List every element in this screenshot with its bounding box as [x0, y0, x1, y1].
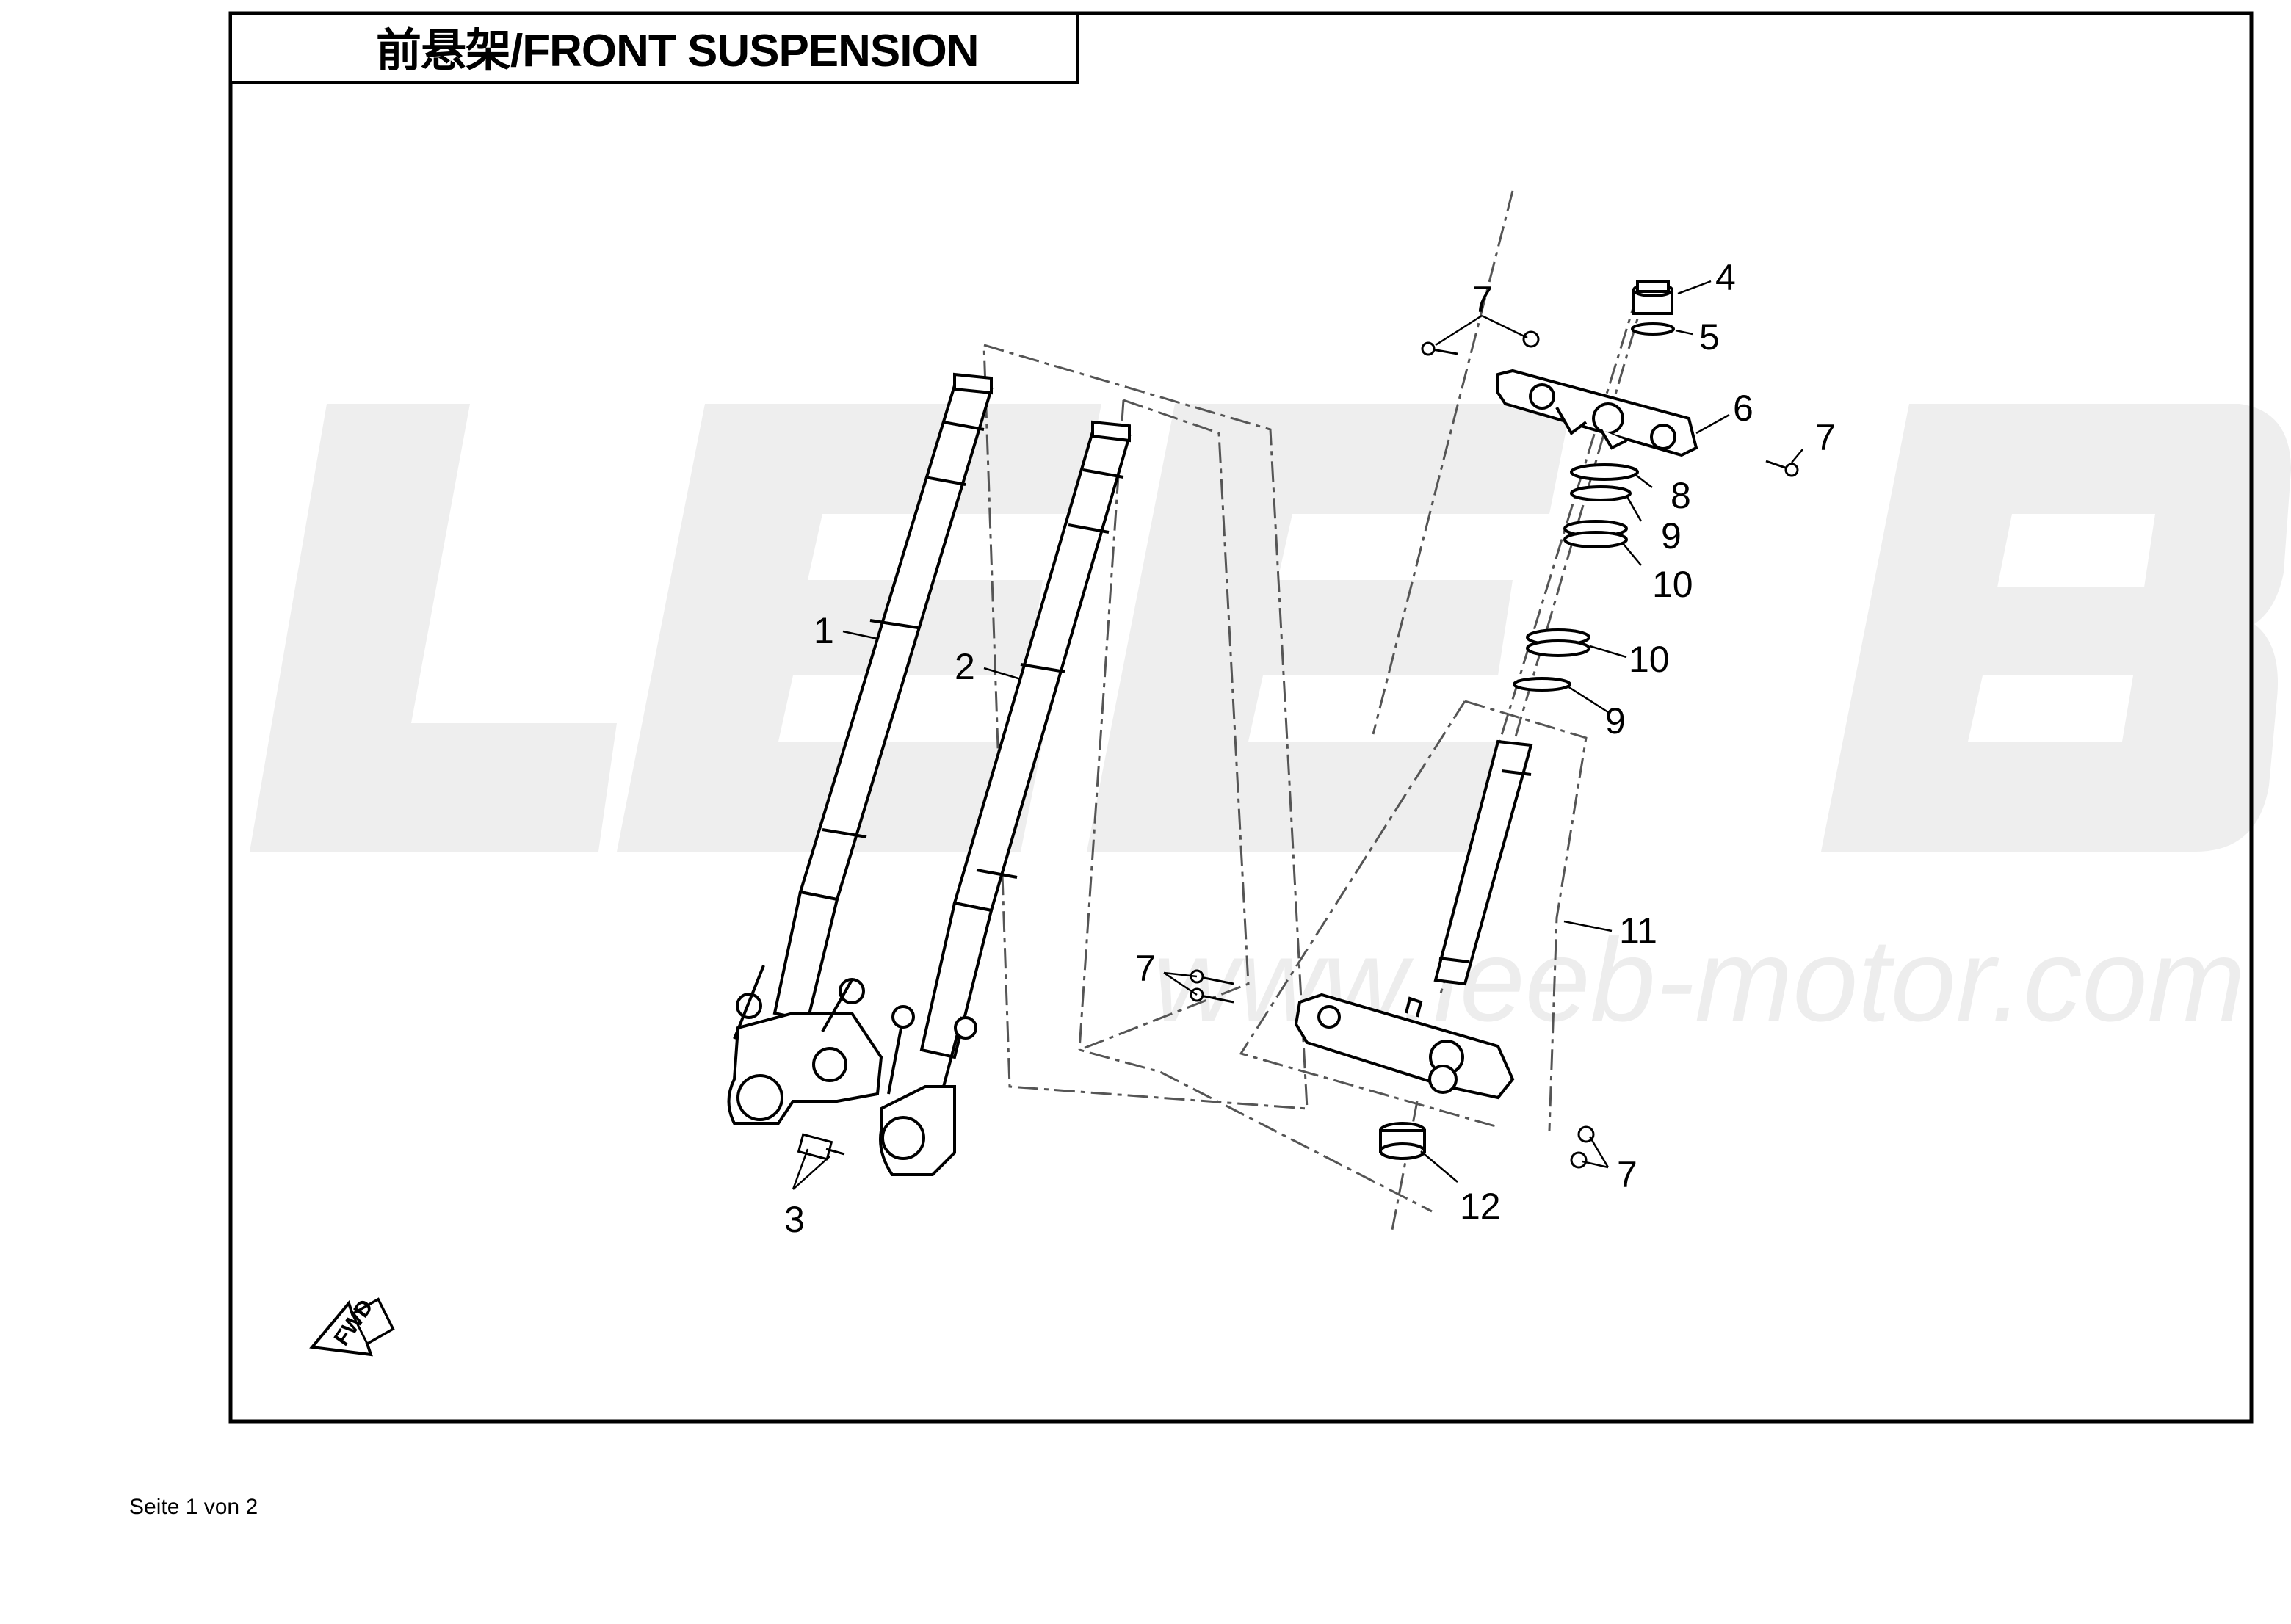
fork-tube-left	[727, 372, 994, 1125]
stem-nut	[1379, 1122, 1426, 1160]
bearing-stack-upper	[1563, 463, 1639, 548]
bearing-stack-lower	[1513, 628, 1590, 692]
callout-12: 12	[1460, 1186, 1501, 1227]
steering-stem	[1433, 739, 1533, 986]
page-footer: Seite 1 von 2	[129, 1495, 258, 1519]
upper-triple-clamp	[1496, 369, 1698, 457]
callout-6: 6	[1733, 388, 1753, 429]
callout-10-upper: 10	[1652, 564, 1693, 605]
callout-9-lower: 9	[1605, 700, 1626, 742]
callout-7-top: 7	[1472, 279, 1493, 320]
leader-lines	[792, 280, 1803, 1190]
fork-tube-right	[879, 420, 1132, 1176]
callout-8: 8	[1671, 475, 1691, 516]
page-title: 前悬架/FRONT SUSPENSION	[376, 26, 979, 76]
assembly-lines	[982, 190, 1646, 1234]
callout-7-bottom: 7	[1617, 1154, 1637, 1195]
callout-7-right: 7	[1815, 417, 1836, 458]
callout-4: 4	[1715, 257, 1736, 298]
callouts: 1 2 3 4 5 6 7 7 7 7 8 9 10 10 9 11 12	[784, 257, 1836, 1240]
callout-9-upper: 9	[1661, 515, 1682, 557]
callout-2: 2	[955, 646, 975, 687]
top-washer	[1631, 322, 1675, 336]
watermark-logo	[250, 404, 2291, 852]
callout-7-left: 7	[1135, 948, 1156, 989]
top-nut	[1632, 280, 1673, 315]
diagram-frame	[228, 11, 2254, 1424]
callout-11: 11	[1619, 910, 1657, 951]
title-box	[229, 12, 1079, 84]
callout-10-lower: 10	[1629, 639, 1670, 680]
callout-5: 5	[1699, 316, 1720, 358]
forward-arrow-icon: FWD	[309, 1295, 395, 1357]
callout-1: 1	[814, 610, 834, 651]
callout-3: 3	[784, 1199, 805, 1240]
lower-triple-clamp	[1294, 993, 1515, 1100]
